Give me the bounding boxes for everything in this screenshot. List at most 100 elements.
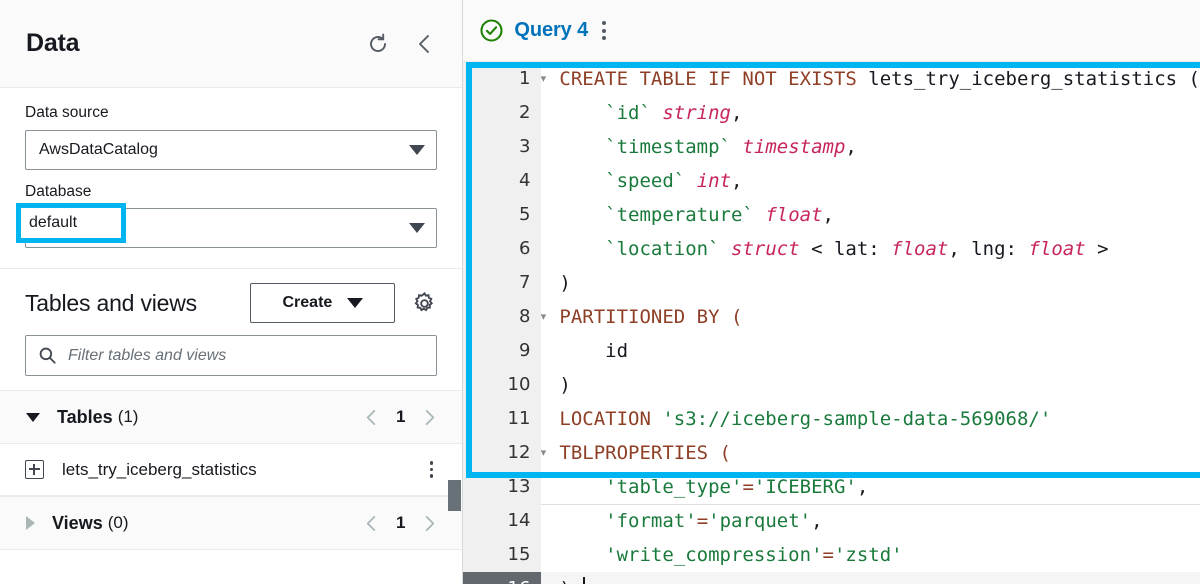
database-field: Database default — [16, 182, 438, 249]
tables-views-title: Tables and views — [25, 289, 197, 316]
pagination-views: 1 — [363, 513, 438, 533]
tab-query-4[interactable]: Query 4 — [479, 18, 607, 43]
code-text-10: ) — [559, 374, 571, 396]
line-number-11: 11 — [463, 402, 542, 436]
tables-views-header: Tables and views Create — [0, 269, 463, 334]
line-number-10: 10 — [463, 368, 542, 402]
search-input[interactable]: Filter tables and views — [25, 335, 438, 377]
check-circle-icon — [479, 18, 504, 43]
filter-wrapper: Filter tables and views — [0, 333, 463, 391]
tab-label: Query 4 — [514, 19, 589, 41]
kebab-menu-icon[interactable] — [602, 21, 607, 40]
editor-tabbar: Query 4 — [463, 0, 1200, 62]
kebab-menu-icon[interactable] — [426, 457, 438, 482]
fold-toggle-icon[interactable]: ▾ — [540, 310, 547, 323]
line-number-16: 16 — [463, 572, 542, 584]
code-line-1[interactable]: 1▾ CREATE TABLE IF NOT EXISTS lets_try_ic… — [463, 62, 1200, 96]
chevron-down-icon — [26, 412, 40, 422]
code-line-15[interactable]: 15 'write_compression'='zstd' — [463, 538, 1200, 572]
code-line-16[interactable]: 16); — [463, 572, 1200, 584]
chevron-down-icon — [409, 223, 426, 234]
code-line-3[interactable]: 3 `timestamp` timestamp, — [463, 130, 1200, 164]
pagination-tables: 1 — [363, 407, 438, 427]
code-line-13[interactable]: 13 'table_type'='ICEBERG', — [463, 470, 1200, 504]
code-line-2[interactable]: 2 `id` string, — [463, 96, 1200, 130]
prev-page-icon[interactable] — [363, 514, 380, 533]
group-header-views[interactable]: Views (0) 1 — [0, 496, 463, 551]
code-text-11: LOCATION 's3://iceberg-sample-data-56906… — [559, 408, 1052, 430]
line-number-6: 6 — [463, 232, 542, 266]
create-button[interactable]: Create — [250, 283, 396, 324]
prev-page-icon[interactable] — [363, 408, 380, 427]
create-button-label: Create — [282, 294, 333, 312]
group-label-tables: Tables — [57, 406, 113, 427]
code-line-5[interactable]: 5 `temperature` float, — [463, 198, 1200, 232]
code-text-2: `id` string, — [559, 102, 743, 124]
database-value: default — [29, 213, 78, 231]
group-count-tables: (1) — [117, 407, 139, 427]
code-text-7: ) — [559, 272, 571, 294]
code-text-1: CREATE TABLE IF NOT EXISTS lets_try_iceb… — [559, 68, 1200, 90]
chevron-right-icon — [26, 516, 35, 531]
code-line-4[interactable]: 4 `speed` int, — [463, 164, 1200, 198]
sidebar-header: Data — [0, 0, 463, 88]
data-sidebar: Data Data source AwsDataCatalog Databas — [0, 0, 464, 584]
text-cursor — [583, 577, 586, 584]
database-label: Database — [25, 182, 92, 200]
data-source-label: Data source — [25, 104, 109, 121]
sql-code-editor[interactable]: 1▾ CREATE TABLE IF NOT EXISTS lets_try_ic… — [463, 62, 1200, 584]
data-source-select[interactable]: AwsDataCatalog — [25, 129, 438, 170]
next-page-icon[interactable] — [421, 408, 438, 427]
line-number-8: 8▾ — [463, 300, 546, 334]
table-name: lets_try_iceberg_statistics — [62, 459, 257, 479]
next-page-icon[interactable] — [421, 514, 438, 533]
chevron-down-icon — [409, 144, 426, 155]
line-number-9: 9 — [463, 334, 542, 368]
code-text-14: 'format'='parquet', — [559, 510, 823, 532]
line-number-15: 15 — [463, 538, 542, 572]
code-text-15: 'write_compression'='zstd' — [559, 544, 903, 566]
sidebar-scrollbar-thumb[interactable] — [448, 480, 462, 511]
code-lines: 1▾ CREATE TABLE IF NOT EXISTS lets_try_ic… — [463, 62, 1200, 584]
code-text-16: ); — [541, 572, 1200, 584]
line-number-5: 5 — [463, 198, 542, 232]
line-number-12: 12▾ — [463, 436, 546, 470]
page-title: Data — [26, 29, 80, 57]
source-selectors: Data source AwsDataCatalog Database defa… — [0, 88, 463, 270]
collapse-left-icon[interactable] — [414, 32, 436, 56]
line-number-3: 3 — [463, 130, 542, 164]
code-text-12: TBLPROPERTIES ( — [559, 442, 731, 464]
line-number-2: 2 — [463, 96, 542, 130]
refresh-icon[interactable] — [366, 32, 390, 56]
code-line-7[interactable]: 7) — [463, 266, 1200, 300]
code-text-4: `speed` int, — [559, 170, 743, 192]
fold-toggle-icon[interactable]: ▾ — [540, 446, 547, 459]
group-count-views: (0) — [107, 513, 129, 533]
gear-icon[interactable] — [412, 291, 437, 316]
code-text-5: `temperature` float, — [559, 204, 834, 226]
code-text-13: 'table_type'='ICEBERG', — [559, 476, 869, 498]
page-number-tables: 1 — [395, 407, 406, 427]
code-line-14[interactable]: 14 'format'='parquet', — [463, 504, 1200, 538]
code-line-9[interactable]: 9 id — [463, 334, 1200, 368]
page-number-views: 1 — [395, 513, 406, 533]
code-text-8: PARTITIONED BY ( — [559, 306, 743, 328]
group-header-tables[interactable]: Tables (1) 1 — [0, 390, 463, 445]
code-line-6[interactable]: 6 `location` struct < lat: float, lng: f… — [463, 232, 1200, 266]
fold-toggle-icon[interactable]: ▾ — [540, 72, 547, 85]
code-line-12[interactable]: 12▾ TBLPROPERTIES ( — [463, 436, 1200, 470]
line-number-14: 14 — [463, 504, 542, 538]
code-line-10[interactable]: 10) — [463, 368, 1200, 402]
editor-divider — [541, 504, 1200, 505]
query-editor-pane: Query 4 1▾ CREATE TABLE IF NOT EXISTS let… — [463, 0, 1200, 584]
table-row[interactable]: lets_try_iceberg_statistics — [0, 444, 463, 497]
line-number-4: 4 — [463, 164, 542, 198]
code-line-8[interactable]: 8▾ PARTITIONED BY ( — [463, 300, 1200, 334]
database-value-backdrop — [21, 207, 121, 238]
expand-plus-icon[interactable] — [25, 460, 44, 480]
code-line-11[interactable]: 11 LOCATION 's3://iceberg-sample-data-569… — [463, 402, 1200, 436]
search-placeholder: Filter tables and views — [68, 346, 227, 364]
code-text-6: `location` struct < lat: float, lng: flo… — [559, 238, 1109, 260]
chevron-down-icon — [347, 298, 364, 309]
line-number-1: 1▾ — [463, 62, 546, 96]
